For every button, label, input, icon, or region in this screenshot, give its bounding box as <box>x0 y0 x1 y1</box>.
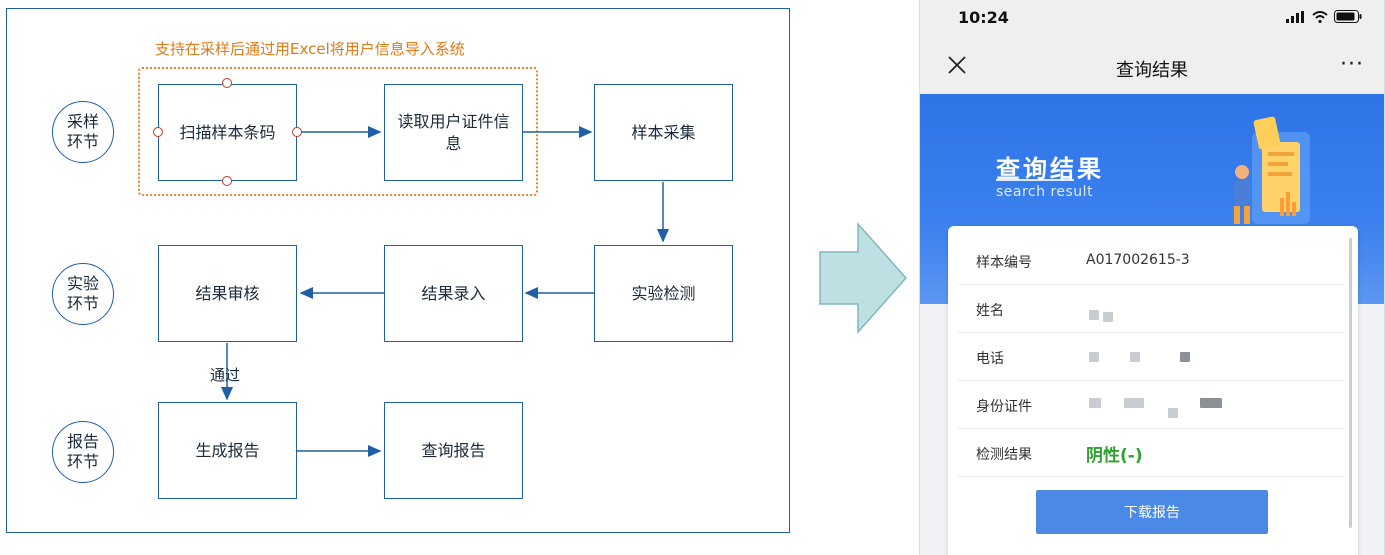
step-enter-results: 结果录入 <box>384 245 523 342</box>
redacted-value <box>1200 398 1222 408</box>
edge-label-approved: 通过 <box>210 366 241 384</box>
test-result-value: 阴性(-) <box>1086 446 1143 466</box>
step-lab-test: 实验检测 <box>594 245 733 342</box>
redacted-value <box>1103 312 1113 322</box>
step-review-results: 结果审核 <box>158 245 297 342</box>
redacted-value <box>1089 352 1099 362</box>
wifi-icon <box>1312 10 1328 23</box>
stage-report: 报告环节 <box>52 421 114 483</box>
field-row-phone: 电话 <box>958 332 1344 381</box>
step-query-report: 查询报告 <box>384 402 523 499</box>
field-row-sample-id: 样本编号 A017002615-3 <box>958 236 1344 285</box>
handle-bottom[interactable] <box>222 176 232 186</box>
stage-sampling: 采样环节 <box>52 101 114 163</box>
field-label: 姓名 <box>976 303 1004 319</box>
banner-subtitle: search result <box>996 184 1094 200</box>
close-icon[interactable] <box>946 54 968 76</box>
handle-left[interactable] <box>153 127 163 137</box>
field-label: 身份证件 <box>976 399 1032 415</box>
import-excel-note: 支持在采样后通过用Excel将用户信息导入系统 <box>155 40 465 58</box>
signal-icon <box>1286 10 1304 23</box>
field-label: 检测结果 <box>976 447 1032 463</box>
redacted-value <box>1130 352 1140 362</box>
field-row-name: 姓名 <box>958 284 1344 333</box>
flowchart-frame <box>6 8 790 533</box>
step-scan-barcode: 扫描样本条码 <box>158 84 297 181</box>
transition-arrow-icon <box>819 222 908 334</box>
nav-bar: 查询结果 ··· <box>920 36 1384 94</box>
download-report-button[interactable]: 下载报告 <box>1036 490 1268 534</box>
stage-lab: 实验环节 <box>52 263 114 325</box>
field-row-result: 检测结果 阴性(-) <box>958 428 1344 477</box>
step-collect-sample: 样本采集 <box>594 84 733 181</box>
step-generate-report: 生成报告 <box>158 402 297 499</box>
status-bar: 10:24 <box>920 0 1384 36</box>
field-label: 电话 <box>976 351 1004 367</box>
field-label: 样本编号 <box>976 255 1032 271</box>
redacted-value <box>1089 310 1099 320</box>
redacted-value <box>1180 352 1190 362</box>
redacted-value <box>1089 398 1101 408</box>
banner-title: 查询结果 <box>996 155 1104 183</box>
nav-title: 查询结果 <box>1116 60 1188 81</box>
redacted-value <box>1124 398 1144 408</box>
redacted-value <box>1168 408 1178 418</box>
handle-top[interactable] <box>222 78 232 88</box>
field-row-id: 身份证件 <box>958 380 1344 429</box>
handle-right[interactable] <box>292 127 302 137</box>
step-read-id: 读取用户证件信息 <box>384 84 523 181</box>
result-card: 样本编号 A017002615-3 姓名 电话 身份证件 检测结果 阴性(-) … <box>948 226 1358 555</box>
field-value: A017002615-3 <box>1086 252 1190 268</box>
more-icon[interactable]: ··· <box>1340 52 1364 77</box>
status-time: 10:24 <box>958 8 1009 27</box>
report-illustration-icon <box>1234 116 1310 224</box>
battery-icon <box>1334 10 1362 23</box>
scrollbar[interactable] <box>1349 238 1352 528</box>
phone-screen: 10:24 查询结果 ··· 查询结果 sear <box>919 0 1385 555</box>
